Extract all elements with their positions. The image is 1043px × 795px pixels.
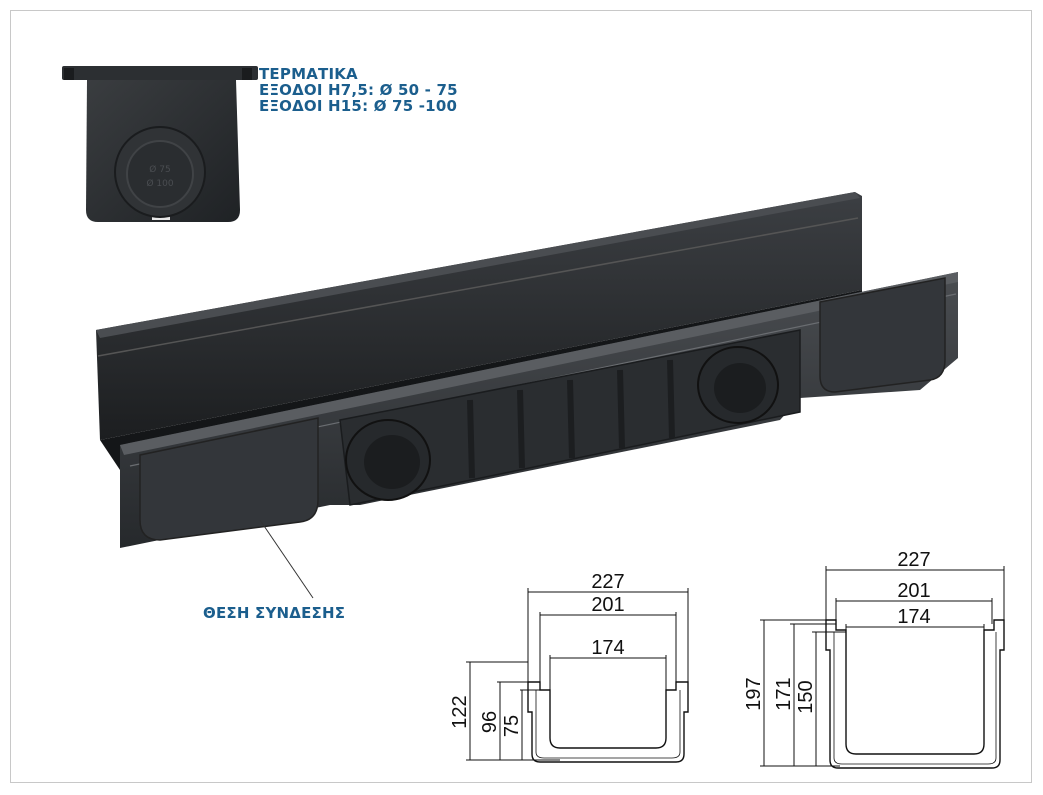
- end-cap-emboss-2: Ø 100: [146, 178, 173, 189]
- connection-leader-line: [259, 519, 314, 599]
- channel-outlet-right-inner: [714, 363, 766, 413]
- large-width-inner: 174: [897, 606, 930, 628]
- large-height-total: 197: [743, 677, 765, 710]
- channel-image: [96, 192, 958, 548]
- small-height-middle: 96: [479, 711, 501, 733]
- large-height-middle: 171: [773, 677, 795, 710]
- end-cap-clip-left: [64, 68, 74, 80]
- end-cap-image: Ø 75 Ø 100: [62, 66, 258, 222]
- profile-drawing-small: [466, 588, 689, 763]
- channel-outlet-left-inner: [364, 435, 420, 489]
- channel-vertical-ribs: [467, 359, 675, 479]
- small-width-inner: 174: [591, 637, 624, 659]
- large-width-outer: 227: [897, 549, 930, 571]
- small-height-inner: 75: [501, 715, 523, 737]
- profile-drawing-large-labels: 227 201 174 197 171 150: [743, 549, 931, 714]
- small-height-total: 122: [449, 695, 471, 728]
- connection-position-label: ΘΕΣΗ ΣΥΝΔΕΣΗΣ: [203, 604, 346, 622]
- end-cap-clip-right: [242, 68, 252, 80]
- channel-back-wall: [96, 192, 862, 440]
- end-cap-title: ΤΕΡΜΑΤΙΚΑ: [259, 65, 358, 83]
- large-width-middle: 201: [897, 580, 930, 602]
- channel-front-rim: [120, 272, 958, 455]
- end-cap-outlet-inner-ring: [126, 140, 194, 208]
- small-width-middle: 201: [591, 594, 624, 616]
- connection-recess-right: [819, 277, 946, 393]
- end-cap-emboss-1: Ø 75: [149, 164, 170, 175]
- profile-drawing-large: [760, 566, 1005, 769]
- outlets-h75-label: ΕΞΟΔΟΙ Η7,5: Ø 50 - 75: [259, 81, 458, 99]
- end-cap-flange: [62, 66, 258, 80]
- connection-recess-left: [139, 417, 319, 541]
- channel-back-groove: [97, 217, 859, 357]
- large-height-inner: 150: [795, 680, 817, 713]
- small-width-outer: 227: [591, 571, 624, 593]
- outlets-h15-label: ΕΞΟΔΟΙ Η15: Ø 75 -100: [259, 97, 458, 115]
- page-frame: [10, 10, 1032, 783]
- profile-drawing-small-labels: 227 201 174 122 96 75: [449, 571, 625, 737]
- channel-back-rim: [96, 192, 860, 338]
- end-cap-callout: ΤΕΡΜΑΤΙΚΑ ΕΞΟΔΟΙ Η7,5: Ø 50 - 75 ΕΞΟΔΟΙ …: [259, 66, 458, 114]
